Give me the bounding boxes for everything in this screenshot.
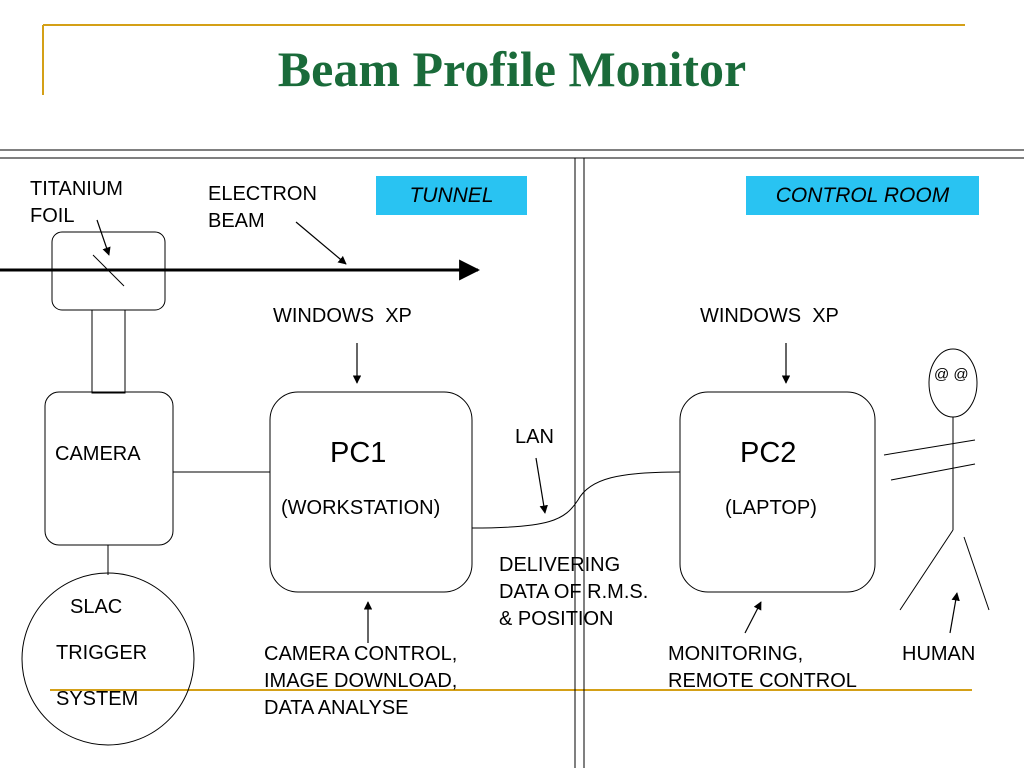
trigger-circle xyxy=(21,572,195,746)
human-label: HUMAN xyxy=(902,643,976,665)
lan-link xyxy=(471,471,681,529)
delivering-label-1: DELIVERING xyxy=(499,554,621,576)
foil-line xyxy=(92,254,125,287)
electron-beam-label-1: ELECTRON xyxy=(208,183,317,205)
human-leg-left xyxy=(899,529,954,611)
electron-beam-label-2: BEAM xyxy=(208,210,265,232)
pc1-sub-label: (WORKSTATION) xyxy=(281,497,441,519)
slide-title: Beam Profile Monitor xyxy=(277,41,747,97)
trigger-label-2: TRIGGER xyxy=(56,642,148,664)
camera-control-label-2: IMAGE DOWNLOAD, xyxy=(264,670,458,692)
electron-beam-pointer xyxy=(295,221,347,265)
human-arm-1 xyxy=(883,439,976,456)
pc1-label: PC1 xyxy=(330,437,387,469)
windows-xp-2-label: WINDOWS XP xyxy=(700,305,839,327)
delivering-label-2: DATA OF R.M.S. xyxy=(499,581,649,603)
foil-pointer xyxy=(96,219,111,256)
pc2-sub-label: (LAPTOP) xyxy=(725,497,817,519)
human-pointer xyxy=(949,592,960,634)
camera-label: CAMERA xyxy=(55,443,141,465)
lan-label: LAN xyxy=(515,426,554,448)
foil-camera-connector xyxy=(91,309,126,394)
camera-box xyxy=(44,391,174,546)
control-room-tag: CONTROL ROOM xyxy=(746,176,979,215)
trigger-label-3: SYSTEM xyxy=(56,688,139,710)
pc2-box xyxy=(679,391,876,593)
human-arm-2 xyxy=(890,463,976,481)
monitoring-label-1: MONITORING, xyxy=(668,643,804,665)
lan-pointer xyxy=(535,457,548,514)
titanium-foil-label-1: TITANIUM xyxy=(30,178,123,200)
human-leg-right xyxy=(963,536,990,611)
pc1-box xyxy=(269,391,473,593)
human-face: @ @ xyxy=(934,366,969,383)
delivering-label-3: & POSITION xyxy=(499,608,614,630)
camera-control-label-1: CAMERA CONTROL, xyxy=(264,643,458,665)
trigger-label-1: SLAC xyxy=(70,596,123,618)
monitoring-label-2: REMOTE CONTROL xyxy=(668,670,857,692)
tunnel-tag: TUNNEL xyxy=(376,176,527,215)
titanium-foil-label-2: FOIL xyxy=(30,205,75,227)
windows-xp-1-label: WINDOWS XP xyxy=(273,305,412,327)
camera-control-label-3: DATA ANALYSE xyxy=(264,697,409,719)
monitoring-arrow xyxy=(744,601,762,634)
pc2-label: PC2 xyxy=(740,437,797,469)
